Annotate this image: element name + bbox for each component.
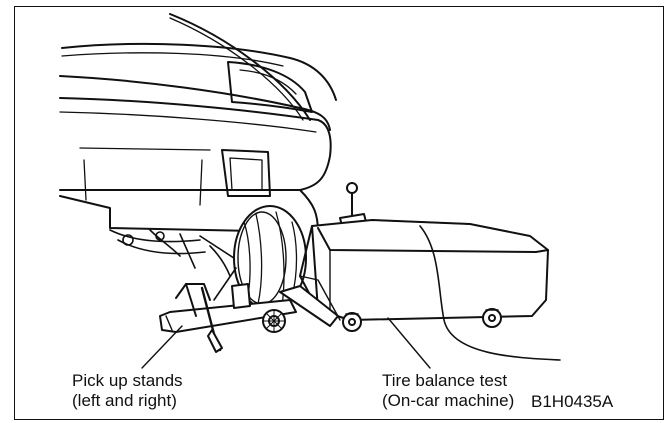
leader-lines: [141, 317, 431, 369]
figure-frame: [14, 6, 664, 420]
tire-balance-test-label-line2: (On-car machine): [382, 391, 515, 410]
balancer-machine: [279, 182, 561, 361]
pick-up-stands: [159, 267, 297, 353]
tire-balance-test-label-line1: Tire balance test: [382, 371, 508, 390]
pick-up-stands-label: Pick up stands (left and right): [72, 371, 183, 411]
undercarriage: [109, 229, 241, 277]
stands-leader-line: [141, 325, 183, 369]
tire-balancer-leader-line: [387, 317, 431, 369]
figure-code: B1H0435A: [531, 392, 614, 411]
pick-up-stands-label-line2: (left and right): [72, 391, 177, 410]
tire-balance-test-label: Tire balance test (On-car machine): [382, 371, 514, 411]
pick-up-stands-label-line1: Pick up stands: [72, 371, 183, 390]
car-body: [59, 13, 337, 233]
